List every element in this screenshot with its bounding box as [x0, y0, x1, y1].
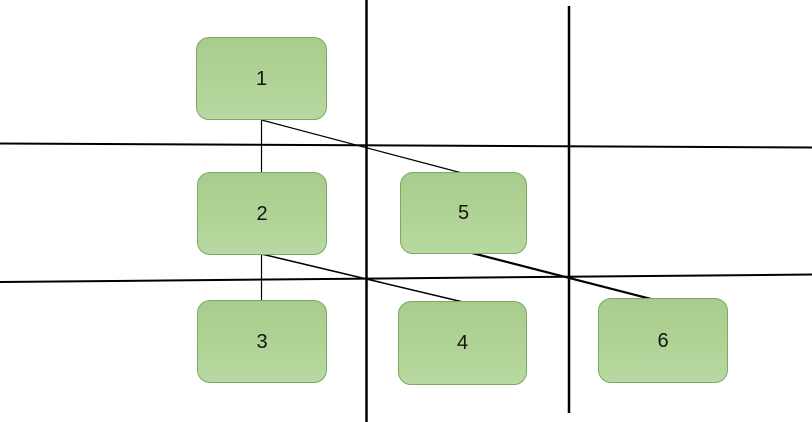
- node-6-label: 6: [657, 329, 669, 352]
- node-3[interactable]: 3: [197, 300, 327, 383]
- edge-2-4: [261, 253, 464, 303]
- node-1-label: 1: [255, 67, 268, 90]
- grid-line-horizontal-1: [0, 142, 812, 149]
- node-2[interactable]: 2: [197, 172, 327, 255]
- node-1[interactable]: 1: [196, 37, 327, 120]
- grid-line-horizontal-2: [0, 273, 812, 283]
- node-4-label: 4: [456, 332, 469, 354]
- node-6[interactable]: 6: [598, 298, 728, 383]
- node-5-label: 5: [457, 202, 470, 224]
- node-4[interactable]: 4: [398, 301, 527, 385]
- node-2-label: 2: [256, 202, 268, 225]
- edge-5-6: [471, 251, 652, 301]
- node-5[interactable]: 5: [400, 172, 527, 254]
- edge-1-5: [261, 119, 463, 174]
- node-3-label: 3: [256, 330, 268, 353]
